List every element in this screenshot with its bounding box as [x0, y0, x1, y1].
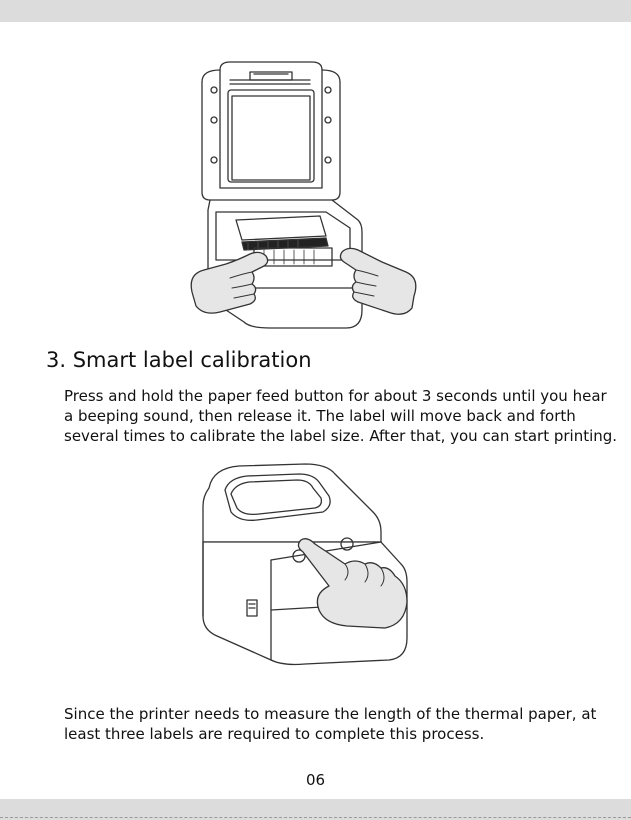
paragraph-line: Press and hold the paper feed button for… — [64, 387, 607, 405]
printer-closed-press-button-icon — [202, 463, 408, 666]
page-number: 06 — [305, 771, 326, 789]
instruction-paragraph: Press and hold the paper feed button for… — [64, 386, 617, 446]
footer-dashed-line — [0, 817, 631, 818]
paragraph-line: several times to calibrate the label siz… — [64, 427, 618, 445]
note-paragraph: Since the printer needs to measure the l… — [64, 704, 596, 744]
paragraph-line: least three labels are required to compl… — [64, 725, 485, 743]
section-heading: 3. Smart label calibration — [46, 348, 312, 372]
paragraph-line: Since the printer needs to measure the l… — [64, 705, 597, 723]
printer-open-lid-hands-icon — [190, 61, 417, 329]
header-band — [0, 0, 631, 22]
paragraph-line: a beeping sound, then release it. The la… — [64, 407, 576, 425]
footer-band — [0, 799, 631, 820]
